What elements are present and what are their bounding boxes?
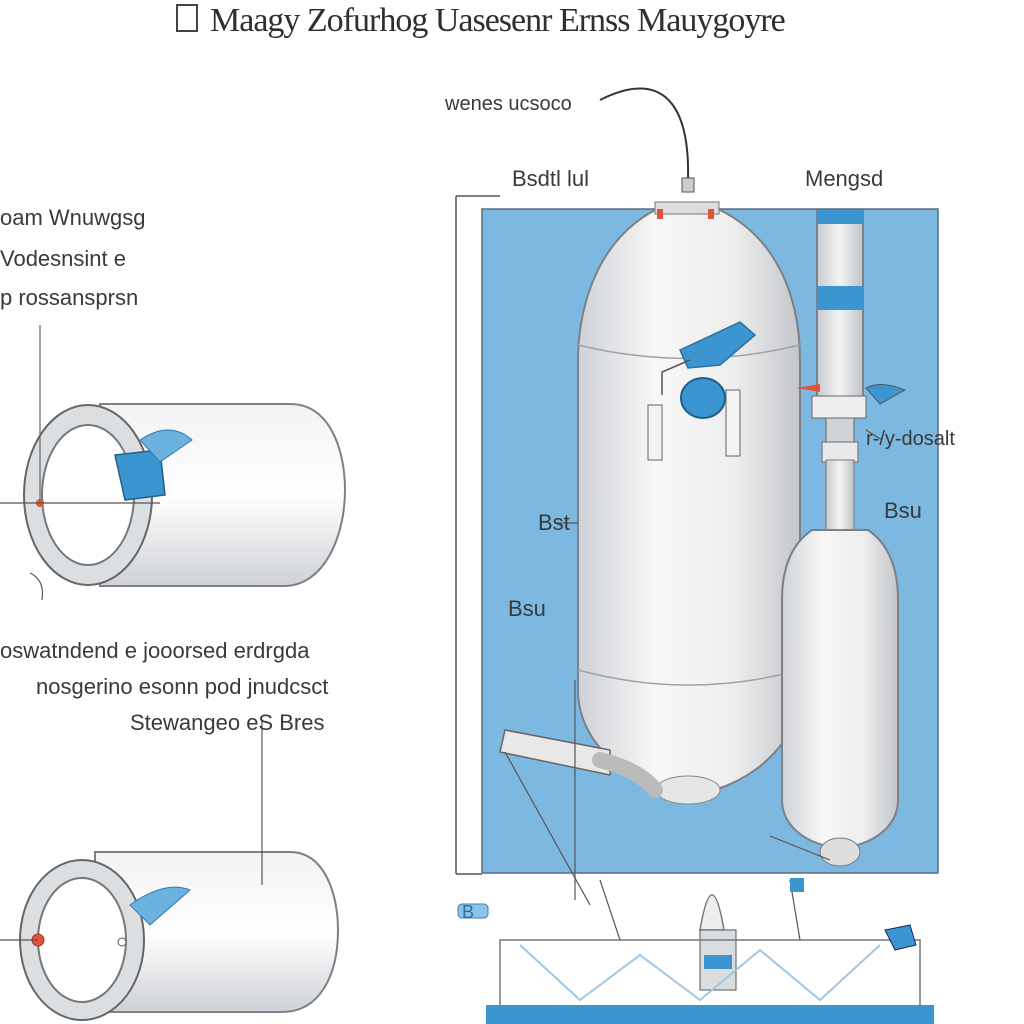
- secondary-tank: [769, 529, 899, 867]
- note-mid-2: nosgerino esonn pod jnudcsct: [36, 674, 329, 699]
- right-pipe: [796, 209, 907, 531]
- label-top-connector: wenes ucsoco: [445, 93, 572, 115]
- side-hose: [499, 680, 663, 906]
- label-tank-top-right: Mengsd: [805, 166, 884, 191]
- note-top-2: Vodesnsint e: [0, 246, 126, 271]
- note-top-1: oam Wnuwgsg: [0, 205, 146, 230]
- main-tank: [577, 201, 801, 805]
- label-tank-top-left: Bsdtl lul: [512, 166, 590, 191]
- label-right-valve: r-/y-dosalt: [866, 428, 955, 450]
- label-right-side: Bsu: [884, 498, 922, 523]
- top-connector-cable: [599, 87, 690, 181]
- title-mark-icon: [176, 4, 198, 32]
- bottom-machinery: [457, 878, 934, 1024]
- label-bottom-left-tag: B: [462, 902, 475, 922]
- note-top-3: p rossansprsn: [0, 285, 139, 310]
- left-cylinder-top: [0, 325, 347, 601]
- diagram-title: Maagy Zofurhog Uasesenr Ernss Mauygoyre: [210, 2, 786, 39]
- note-mid-3: Stewangeo eS Bres: [130, 710, 325, 735]
- note-mid-1: oswatndend e jooorsed erdrgda: [0, 638, 310, 663]
- label-left-side-1: Bst: [538, 510, 570, 535]
- label-left-side-2: Bsu: [508, 596, 546, 621]
- left-cylinder-bottom: [0, 720, 340, 1021]
